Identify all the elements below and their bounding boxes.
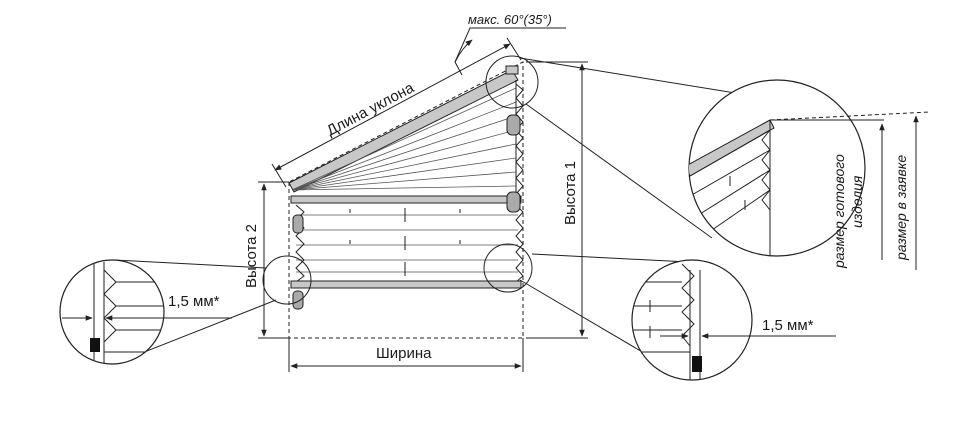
bracket-mid-right (506, 191, 521, 213)
middle-rail (290, 195, 522, 204)
size-finished-label: размер готового изделия (831, 154, 865, 269)
bracket-mid-left (292, 214, 304, 234)
bracket-top-right (506, 114, 521, 136)
max-angle-label: макс. 60°(35°) (468, 12, 552, 27)
gap-right-label: 1,5 мм* (762, 317, 814, 334)
size-order-label: размер в заявке (893, 155, 909, 261)
zoom-top-right (519, 57, 931, 270)
bottom-rail (290, 280, 522, 289)
svg-text:изделия: изделия (849, 175, 865, 228)
svg-text:размер готового: размер готового (831, 154, 847, 269)
zoom-source-left (262, 255, 312, 305)
dimension-lines (258, 27, 588, 372)
zoom-source-right (483, 243, 533, 293)
bracket-low-left (292, 290, 304, 310)
horizontal-pleats (295, 204, 524, 283)
top-corner-cap (505, 65, 519, 75)
height-2-label: Высота 2 (243, 224, 260, 288)
gap-left-label: 1,5 мм* (168, 293, 220, 310)
zoom-left (59, 259, 277, 365)
height-1-label: Высота 1 (562, 161, 579, 225)
width-label: Ширина (376, 345, 432, 362)
zoom-right (519, 253, 836, 381)
